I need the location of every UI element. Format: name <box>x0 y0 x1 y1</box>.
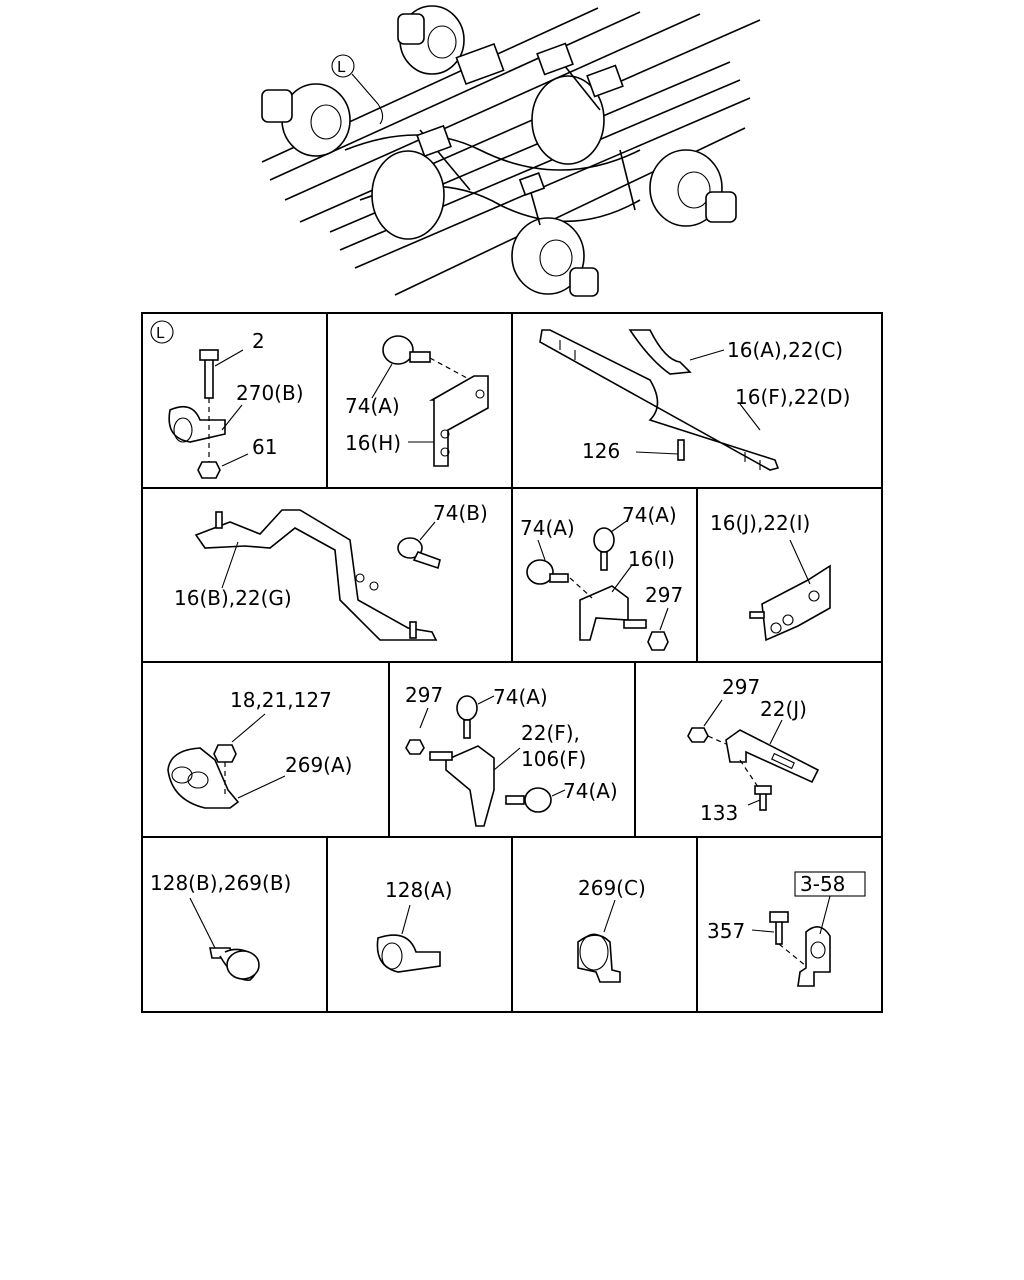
label-270b: 270(B) <box>236 381 304 405</box>
label-16h: 16(H) <box>345 431 401 455</box>
label-22j: 22(J) <box>760 697 807 721</box>
label-297: 297 <box>405 683 443 707</box>
label-74a-left: 74(A) <box>520 516 575 540</box>
label-74a: 74(A) <box>345 394 400 418</box>
label-18-21-127: 18,21,127 <box>230 688 332 712</box>
label-74a-right: 74(A) <box>622 503 677 527</box>
cell-bracket-22j: 297 22(J) 133 <box>687 675 820 825</box>
label-74a-top: 74(A) <box>493 685 548 709</box>
label-297: 297 <box>645 583 683 607</box>
cell-bracket-16b: 74(B) 16(B),22(G) <box>174 501 488 641</box>
label-297: 297 <box>722 675 760 699</box>
axle-assembly-illustration: L <box>261 5 761 297</box>
label-269c: 269(C) <box>578 876 646 900</box>
label-128b-269b: 128(B),269(B) <box>150 871 291 895</box>
label-133: 133 <box>700 801 738 825</box>
cell-l-clip-assembly: L 2 270(B) 61 <box>150 320 304 479</box>
label-16f-22d: 16(F),22(D) <box>735 385 850 409</box>
cell-bracket-16h: 74(A) 16(H) <box>345 335 489 467</box>
overview-callout-marker: L <box>337 58 346 76</box>
label-22f: 22(F), <box>521 721 580 745</box>
label-16j-22i: 16(J),22(I) <box>710 511 810 535</box>
label-357: 357 <box>707 919 745 943</box>
parts-grid <box>141 312 883 1013</box>
cell-bracket-16j: 16(J),22(I) <box>710 511 831 642</box>
label-74b: 74(B) <box>433 501 488 525</box>
cell-bracket-357: 3-58 357 <box>707 871 866 987</box>
cell-callout-marker: L <box>156 324 165 342</box>
cell-cushion-269a: 18,21,127 269(A) <box>167 688 352 809</box>
label-74a-bottom: 74(A) <box>563 779 618 803</box>
label-269a: 269(A) <box>285 753 352 777</box>
cell-clip-128a: 128(A) <box>376 878 452 973</box>
cell-cushion-269c: 269(C) <box>577 876 646 983</box>
cell-long-bracket-16a: 16(A),22(C) 16(F),22(D) 126 <box>539 329 850 471</box>
cell-bracket-16i: 74(A) 74(A) 16(I) 297 <box>520 503 683 651</box>
label-126: 126 <box>582 439 620 463</box>
label-106f: 106(F) <box>521 747 586 771</box>
label-16b-22g: 16(B),22(G) <box>174 586 292 610</box>
reference-3-58: 3-58 <box>800 872 845 896</box>
label-2: 2 <box>252 329 265 353</box>
label-128a: 128(A) <box>385 878 452 902</box>
cell-bracket-22f: 297 74(A) 22(F), 106(F) 74(A) <box>405 683 618 827</box>
label-16i: 16(I) <box>628 547 675 571</box>
cell-band-128b: 128(B),269(B) <box>150 871 291 981</box>
label-61: 61 <box>252 435 277 459</box>
label-16a-22c: 16(A),22(C) <box>727 338 843 362</box>
